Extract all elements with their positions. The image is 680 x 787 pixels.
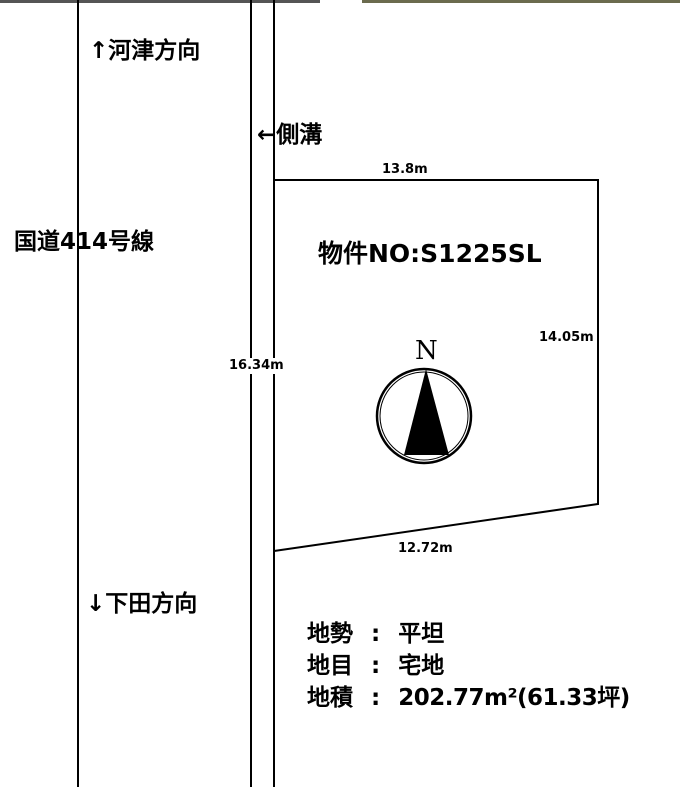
land-category-label: 地目 [307, 653, 353, 679]
top-dimension-label: 13.8m [381, 162, 429, 178]
land-area-value: 202.77m²(61.33坪) [398, 685, 630, 711]
terrain-label: 地勢 [307, 621, 353, 647]
compass-inner-circle [379, 371, 469, 461]
ditch-label: ←側溝 [257, 122, 323, 148]
terrain-separator: : [371, 621, 381, 647]
compass-circle [375, 367, 473, 465]
right-dimension-label: 14.05m [538, 330, 595, 346]
south-direction-label: ↓下田方向 [86, 591, 198, 617]
compass-rose [375, 367, 473, 465]
ditch-edge-line [273, 0, 275, 787]
property-number-label: 物件NO:S1225SL [318, 239, 542, 268]
road-name-label: 国道414号線 [14, 229, 155, 255]
terrain-row: 地勢 : 平坦 [307, 618, 630, 650]
land-category-value: 宅地 [398, 653, 445, 679]
road-left-edge-line [77, 0, 79, 787]
north-arrow-icon [404, 369, 449, 455]
left-dimension-label: 16.34m [228, 358, 285, 374]
property-boundary [273, 179, 599, 552]
north-direction-label: ↑河津方向 [89, 38, 201, 64]
land-area-row: 地積 : 202.77m²(61.33坪) [307, 682, 630, 714]
land-category-separator: : [371, 653, 381, 679]
land-area-label: 地積 [307, 685, 353, 711]
top-edge-strip-left [0, 0, 320, 3]
bottom-dimension-label: 12.72m [397, 541, 454, 557]
land-details: 地勢 : 平坦 地目 : 宅地 地積 : 202.77m²(61.33坪) [307, 618, 630, 714]
road-right-edge-line [250, 0, 252, 787]
land-area-separator: : [371, 685, 381, 711]
compass-north-label: N [415, 336, 438, 366]
top-edge-strip-right [362, 0, 680, 3]
land-category-row: 地目 : 宅地 [307, 650, 630, 682]
terrain-value: 平坦 [398, 621, 445, 647]
